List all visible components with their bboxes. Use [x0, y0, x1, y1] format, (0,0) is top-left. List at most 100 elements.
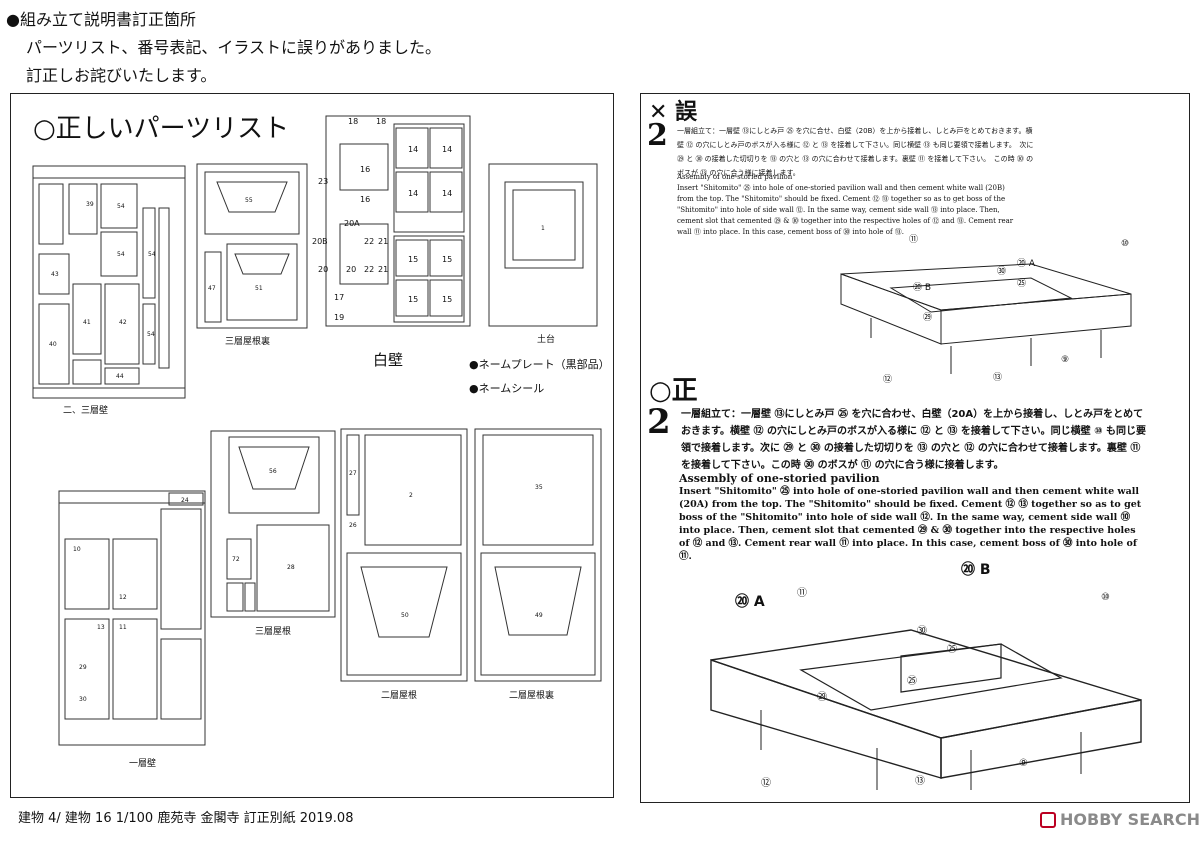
part-50: 50 — [401, 612, 409, 619]
correct-callout-29: ㉙ — [817, 691, 827, 703]
part-13: 13 — [97, 624, 105, 631]
header-title: ●組み立て説明書訂正箇所 — [6, 10, 196, 29]
ww-14c: 14 — [408, 189, 418, 198]
part-1: 1 — [541, 225, 545, 232]
ww-15c: 15 — [408, 295, 418, 304]
ww-20d: 20 — [346, 265, 356, 274]
ww-19: 19 — [334, 313, 344, 322]
part-35: 35 — [535, 484, 543, 491]
sprue-roof3: 56 72 28 — [210, 430, 336, 618]
correct-jp-text: 一層組立て：一層壁 ⑬にしとみ戸 ㉕ を穴に合わせ、白壁（20A）を上から接着し… — [681, 409, 1147, 471]
wrong-callout-20b: ⑳ B — [913, 282, 931, 293]
ww-18a: 18 — [348, 117, 358, 126]
wrong-callout-20a: ⑳ A — [1017, 258, 1036, 269]
correct-heading: ○正 — [649, 376, 698, 406]
correct-callout-25a: ㉕ — [947, 643, 957, 655]
part-42: 42 — [119, 319, 127, 326]
sprue-white-walls: 18 18 14 14 23 16 14 14 16 20A 20B 22 21… — [312, 115, 471, 327]
correct-callout-11: ⑪ — [797, 587, 807, 599]
sprue-roof3-back: 55 47 51 — [196, 163, 308, 329]
wrong-callout-30: ㉚ — [997, 266, 1006, 277]
sprue-roof2-back: 35 49 — [474, 428, 602, 682]
wrong-callout-9: ⑨ — [1061, 355, 1069, 365]
ww-15d: 15 — [442, 295, 452, 304]
ww-16a: 16 — [360, 165, 370, 174]
part-41: 41 — [83, 319, 91, 326]
correct-en-title: Assembly of one-storied pavilion — [679, 472, 880, 485]
ww-15a: 15 — [408, 255, 418, 264]
parts-list-panel: ○正しいパーツリスト 39 54 54 43 42 54 40 41 54 44… — [10, 93, 614, 798]
legend-nameplate: ●ネームプレート（黒部品） — [469, 358, 610, 371]
sprue-floor23-walls: 39 54 54 43 42 54 40 41 54 44 — [32, 165, 186, 399]
watermark-text: HOBBY SEARCH — [1060, 810, 1200, 829]
part-72: 72 — [232, 556, 240, 563]
correct-callout-13: ⑬ — [915, 775, 925, 787]
part-54a: 54 — [117, 203, 125, 210]
part-28: 28 — [287, 564, 295, 571]
wrong-assembly-diagram: ⑪ ⑩ ⑳ A ㉚ ㉕ ⑳ B ㉙ ⑫ ⑬ ⑨ — [840, 234, 1132, 384]
correction-panel: ✕ 誤 2 一層組立て：一層壁 ⑬にしとみ戸 ㉕ を穴に合せ、白壁（20B）を上… — [640, 93, 1190, 803]
ww-14a: 14 — [408, 145, 418, 154]
ww-14d: 14 — [442, 189, 452, 198]
part-27: 27 — [349, 470, 357, 477]
part-56: 56 — [269, 468, 277, 475]
part-54b: 54 — [117, 251, 125, 258]
correct-callout-30: ㉚ — [917, 625, 927, 637]
wrong-callout-13: ⑬ — [993, 372, 1002, 383]
ww-21a: 21 — [378, 237, 388, 246]
wrong-en-title: Assembly of one-storied pavilion — [677, 173, 793, 181]
legend-namesticker: ●ネームシール — [469, 382, 545, 395]
part-51: 51 — [255, 285, 263, 292]
ww-21b: 21 — [378, 265, 388, 274]
ww-23: 23 — [318, 177, 328, 186]
part-54c: 54 — [148, 251, 156, 258]
wrong-callout-25: ㉕ — [1017, 278, 1026, 289]
correct-callout-9: ⑨ — [1019, 758, 1028, 769]
sprue-base: 1 — [488, 163, 598, 327]
header-line-2: パーツリスト、番号表記、イラストに誤りがありました。 — [26, 38, 442, 57]
label-roof2-back: 二層屋根裏 — [509, 691, 555, 701]
part-54d: 54 — [147, 331, 155, 338]
ww-17: 17 — [334, 293, 344, 302]
watermark-logo-icon — [1040, 812, 1056, 828]
ww-22a: 22 — [364, 237, 374, 246]
ww-20a: 20A — [344, 219, 360, 228]
label-roof3-back: 三層屋根裏 — [225, 337, 271, 347]
correct-en-text: Assembly of one-storied pavilion Insert … — [679, 472, 1149, 563]
correct-assembly-diagram: ⑳ B ⑳ A ⑪ ⑩ ㉚ ㉕ ㉕ ㉙ ⑫ ⑬ ⑨ — [710, 561, 1142, 790]
part-47: 47 — [208, 285, 216, 292]
correct-callout-12: ⑫ — [761, 777, 771, 789]
part-44: 44 — [116, 373, 124, 380]
label-white-walls: 白壁 — [373, 351, 404, 369]
part-24: 24 — [181, 497, 189, 504]
wrong-jp-text: 一層組立て：一層壁 ⑬にしとみ戸 ㉕ を穴に合せ、白壁（20B）を上から接着し、… — [677, 127, 1034, 177]
wrong-callout-12: ⑫ — [883, 374, 892, 384]
ww-15b: 15 — [442, 255, 452, 264]
part-10: 10 — [73, 546, 81, 553]
correct-callout-10: ⑩ — [1101, 592, 1110, 603]
footer-caption: 建物 4/ 建物 16 1/100 鹿苑寺 金閣寺 訂正別紙 2019.08 — [18, 811, 354, 826]
sprue-roof2: 27 26 2 50 — [340, 428, 468, 682]
part-55: 55 — [245, 197, 253, 204]
correction-header: ●組み立て説明書訂正箇所 パーツリスト、番号表記、イラストに誤りがありました。 … — [6, 6, 441, 90]
part-2: 2 — [409, 492, 413, 499]
correct-callout-20a: ⑳ A — [735, 593, 765, 610]
part-29: 29 — [79, 664, 87, 671]
wrong-heading: ✕ 誤 — [649, 100, 698, 125]
label-roof3: 三層屋根 — [255, 627, 292, 637]
ww-20b: 20B — [312, 237, 328, 246]
sprue-floor1-walls: 24 10 12 29 11 13 30 — [58, 490, 206, 746]
parts-list-title: ○正しいパーツリスト — [33, 114, 290, 144]
label-base: 土台 — [537, 335, 556, 345]
correct-callout-25b: ㉕ — [907, 675, 917, 687]
part-40: 40 — [49, 341, 57, 348]
label-roof2: 二層屋根 — [381, 691, 418, 701]
wrong-step-number: 2 — [647, 118, 668, 153]
header-line-3: 訂正しお詫びいたします。 — [26, 66, 217, 85]
part-12: 12 — [119, 594, 127, 601]
wrong-en-body: Insert "Shitomito" ㉕ into hole of one-st… — [677, 184, 1014, 236]
wrong-callout-11: ⑪ — [909, 234, 918, 245]
part-11: 11 — [119, 624, 127, 631]
ww-16b: 16 — [360, 195, 370, 204]
part-43: 43 — [51, 271, 59, 278]
